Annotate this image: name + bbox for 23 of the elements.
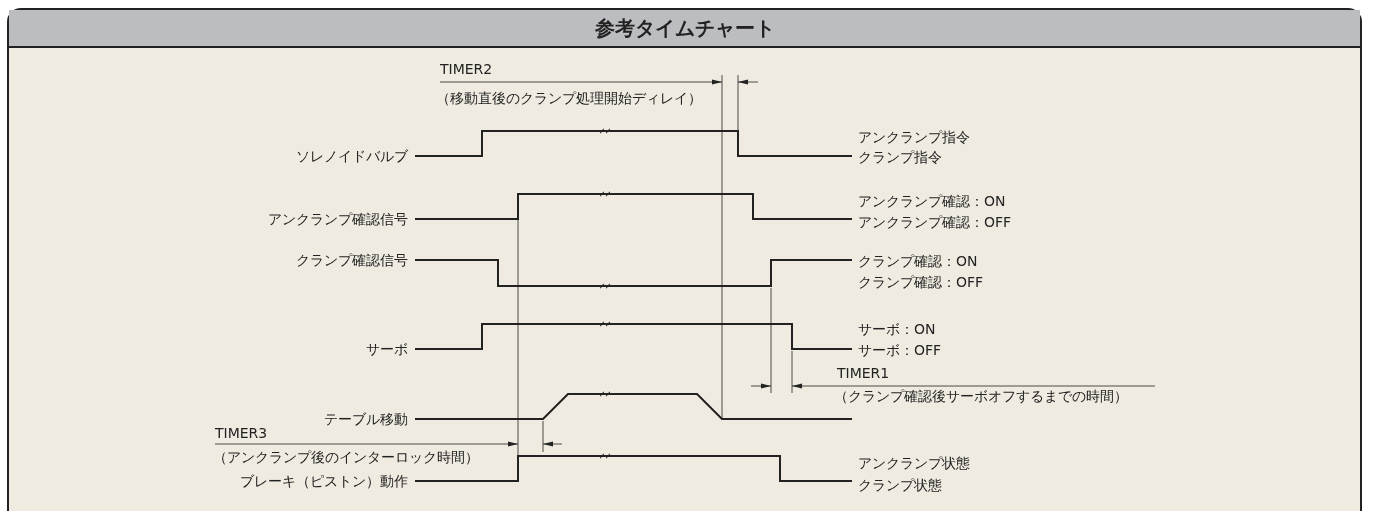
- state-label: アンクランプ確認：ON: [858, 193, 1006, 209]
- state-label: クランプ確認：OFF: [858, 274, 984, 290]
- timer-label: TIMER3: [215, 425, 268, 441]
- signal-label: ソレノイドバルブ: [296, 148, 408, 164]
- title-bar: 参考タイムチャート: [9, 10, 1360, 48]
- signal-label: クランプ確認信号: [296, 252, 408, 268]
- signal-label: ブレーキ（ピストン）動作: [240, 473, 408, 489]
- state-label: クランプ状態: [858, 477, 942, 493]
- signal-label: サーボ: [366, 341, 408, 357]
- timer-note: （クランプ確認後サーボオフするまでの時間）: [834, 388, 1128, 404]
- state-label: サーボ：OFF: [858, 342, 942, 358]
- timer-note: （アンクランプ後のインターロック時間）: [213, 449, 479, 465]
- state-label: サーボ：ON: [858, 321, 936, 337]
- timer-note: （移動直後のクランプ処理開始ディレイ）: [436, 90, 702, 106]
- state-label: アンクランプ指令: [858, 129, 970, 145]
- state-label: クランプ指令: [858, 149, 942, 165]
- state-label: アンクランプ確認：OFF: [858, 214, 1012, 230]
- signal-label: テーブル移動: [324, 411, 408, 427]
- state-label: アンクランプ状態: [858, 455, 970, 471]
- state-label: クランプ確認：ON: [858, 253, 978, 269]
- timer-label: TIMER2: [440, 61, 493, 77]
- signal-label: アンクランプ確認信号: [268, 211, 408, 227]
- timer-label: TIMER1: [837, 365, 890, 381]
